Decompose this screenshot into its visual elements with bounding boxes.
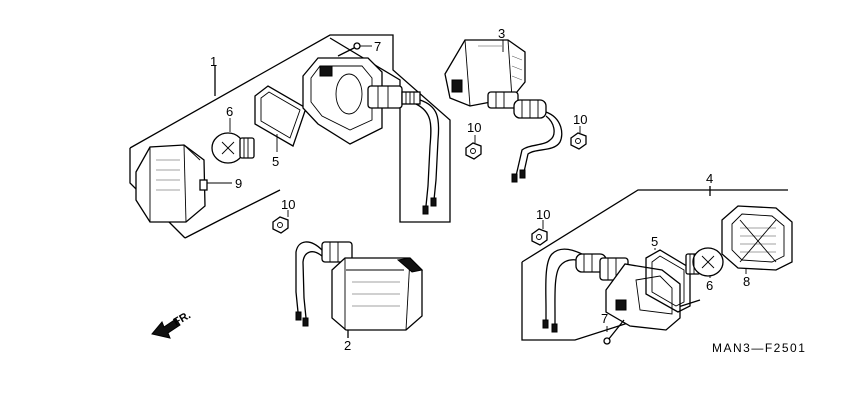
leader-lines xyxy=(207,40,747,332)
label-3: 3 xyxy=(498,26,505,41)
label-7-lower: 7 xyxy=(601,311,608,326)
gasket-5-upper xyxy=(254,85,307,147)
housing-upper xyxy=(302,57,421,145)
wire-upper xyxy=(415,99,440,215)
label-7-upper: 7 xyxy=(374,39,381,54)
bulb-6-lower xyxy=(685,247,724,277)
lens-8 xyxy=(721,205,793,271)
gasket-5-lower xyxy=(645,249,691,313)
assembly-2 xyxy=(295,241,424,338)
nut-10-a xyxy=(272,216,289,234)
label-2: 2 xyxy=(344,338,351,353)
diagram-code: MAN3—F2501 xyxy=(712,341,806,355)
label-4: 4 xyxy=(706,171,713,186)
nut-10-b xyxy=(465,142,482,160)
assembly-3 xyxy=(444,39,563,183)
label-6-lower: 6 xyxy=(706,278,713,293)
label-10-c: 10 xyxy=(281,197,295,212)
label-10-a: 10 xyxy=(467,120,481,135)
label-10-d: 10 xyxy=(536,207,550,222)
arrow-down-left-icon xyxy=(151,318,181,339)
housing-lower xyxy=(542,248,681,333)
label-5-lower: 5 xyxy=(651,234,658,249)
label-8: 8 xyxy=(743,274,750,289)
label-10-b: 10 xyxy=(573,112,587,127)
screw-7-lower xyxy=(603,319,625,345)
nut-10-d xyxy=(531,228,548,246)
label-5-upper: 5 xyxy=(272,154,279,169)
label-6-upper: 6 xyxy=(226,104,233,119)
lens-9 xyxy=(135,144,208,223)
nut-10-c xyxy=(570,132,587,150)
bulb-6-upper xyxy=(211,132,255,164)
label-1: 1 xyxy=(210,54,217,69)
front-direction-label: FR. xyxy=(172,309,193,328)
label-9: 9 xyxy=(235,176,242,191)
